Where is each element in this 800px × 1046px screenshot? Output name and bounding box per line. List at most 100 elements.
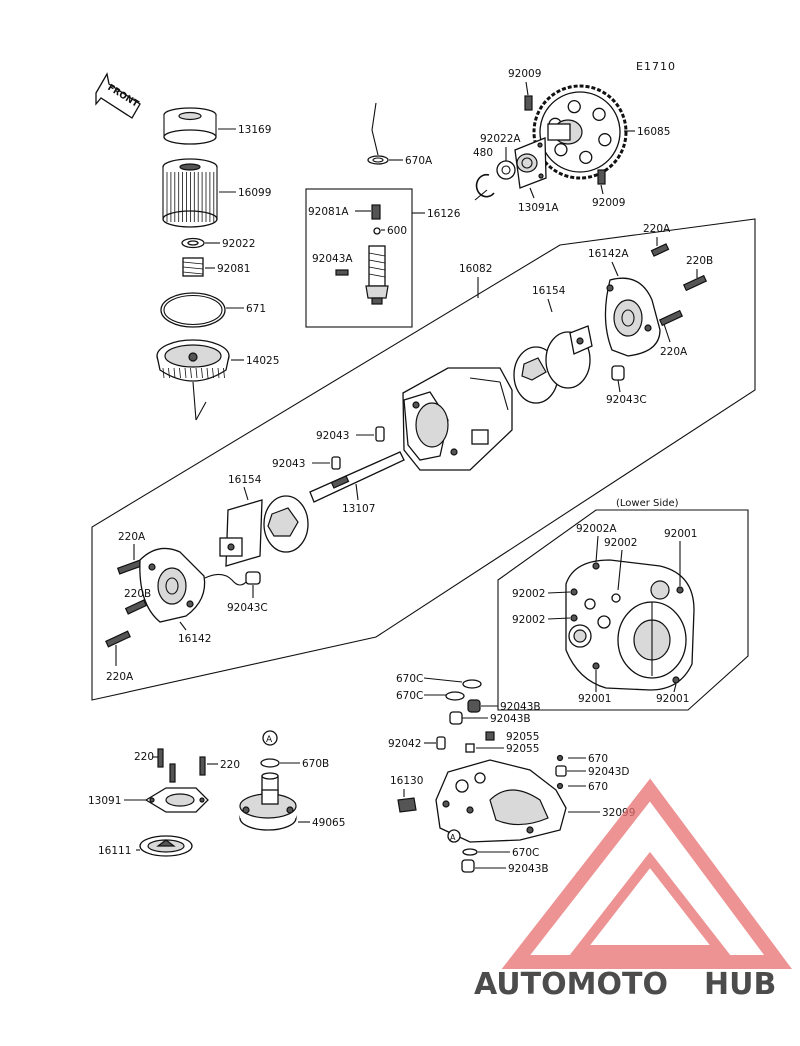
label-13169: 13169	[238, 124, 271, 136]
bolt-220B-top	[682, 274, 708, 292]
label-220A-right: 220A	[660, 346, 688, 358]
pin-92081A	[371, 204, 381, 220]
label-670A: 670A	[405, 155, 433, 167]
pump-cover-16142A	[604, 277, 661, 357]
oil-filter-16099	[162, 158, 218, 228]
plug-92055-a	[485, 731, 495, 741]
label-92009-top: 92009	[508, 68, 541, 80]
label-670C-b: 670C	[396, 690, 423, 702]
label-92001-right: 92001	[656, 693, 689, 705]
bolt-220A-bottom-left	[105, 630, 131, 648]
label-220A-bottom-left: 220A	[106, 671, 134, 683]
label-92043C-top: 92043C	[606, 394, 647, 406]
label-16130: 16130	[390, 775, 423, 787]
label-16111: 16111	[98, 845, 131, 857]
bolt-92009-top	[524, 95, 533, 111]
label-92055-b: 92055	[506, 743, 539, 755]
label-16142: 16142	[178, 633, 211, 645]
callout-a-lower: A	[447, 829, 461, 843]
label-92002-top: 92002	[604, 537, 637, 549]
label-92043C-bottom: 92043C	[227, 602, 268, 614]
label-13091A: 13091A	[518, 202, 559, 214]
label-92043B-b: 92043B	[490, 713, 531, 725]
pin-92043A	[335, 269, 349, 276]
oil-pan-32099	[435, 759, 567, 843]
label-92043B-a: 92043B	[500, 701, 541, 713]
collar-92043B-b	[449, 711, 463, 725]
bolt-220-left	[157, 748, 164, 768]
collar-92043D	[555, 765, 567, 777]
label-92043A: 92043A	[312, 253, 353, 265]
label-16142A: 16142A	[588, 248, 629, 260]
circlip-480	[474, 173, 495, 201]
label-600: 600	[387, 225, 407, 237]
o-ring-670C-b	[445, 691, 465, 701]
label-670-bottom: 670	[588, 781, 608, 793]
lower-side-body	[565, 559, 695, 691]
automotohub-logo: AUTOMOTO HUB	[474, 778, 792, 1002]
front-arrow-icon: FRONT	[95, 72, 141, 119]
pump-shaft-13107	[309, 451, 405, 503]
bolt-220A-right	[658, 309, 684, 327]
o-ring-670C-a	[462, 679, 482, 689]
label-92055-a: 92055	[506, 731, 539, 743]
pin-92043-upper	[375, 426, 385, 442]
shaft-holder-13091A	[514, 137, 547, 189]
label-220A-left: 220A	[118, 531, 146, 543]
collar-92043B-a	[467, 699, 481, 713]
label-92022: 92022	[222, 238, 255, 250]
pump-body	[402, 367, 513, 471]
bolt-220-center	[169, 763, 176, 783]
label-92081A: 92081A	[308, 206, 349, 218]
label-220B-left: 220B	[124, 588, 151, 600]
bolt-220-right	[199, 756, 206, 776]
washer-92022	[181, 237, 205, 249]
ball-600	[373, 227, 381, 235]
label-49065: 49065	[312, 817, 345, 829]
label-92009-bottom: 92009	[592, 197, 625, 209]
washer-92022A	[496, 160, 516, 180]
relief-valve-box	[305, 188, 413, 328]
collar-92043B-c	[461, 859, 475, 873]
label-92043-lower: 92043	[272, 458, 305, 470]
label-220A-top: 220A	[643, 223, 671, 235]
label-92081: 92081	[217, 263, 250, 275]
label-16085: 16085	[637, 126, 670, 138]
label-220B-top: 220B	[686, 255, 713, 267]
label-480: 480	[473, 147, 493, 159]
pin-92043C-top	[611, 365, 625, 381]
label-220-left: 220	[134, 751, 154, 763]
label-92001-top: 92001	[664, 528, 697, 540]
pipe-16130	[397, 797, 417, 813]
o-ring-670A	[367, 155, 389, 165]
label-16154-top: 16154	[532, 285, 566, 297]
label-92043B-c: 92043B	[508, 863, 549, 875]
pin-92043-lower	[331, 456, 341, 470]
holder-13091	[144, 787, 209, 813]
bolt-92009-bottom	[597, 169, 606, 185]
o-ring-671	[160, 292, 226, 328]
screen-16111	[139, 835, 193, 857]
diagram-code: E1710	[636, 60, 676, 73]
label-92022A: 92022A	[480, 133, 521, 145]
pump-cover-16142	[139, 547, 249, 623]
drive-gear-16085	[532, 84, 628, 180]
label-16099: 16099	[238, 187, 271, 199]
pipe-49065	[239, 772, 297, 831]
lower-side-box	[497, 509, 749, 711]
label-670-top: 670	[588, 753, 608, 765]
o-ring-670-top	[556, 754, 564, 762]
label-92002-left2: 92002	[512, 614, 545, 626]
label-14025: 14025	[246, 355, 279, 367]
o-ring-670C-c	[462, 848, 478, 856]
label-670C-c: 670C	[512, 847, 539, 859]
label-16082: 16082	[459, 263, 492, 275]
pin-92042	[436, 736, 446, 750]
spring-92081	[182, 257, 204, 277]
bolt-220A-left	[116, 559, 144, 575]
label-671: 671	[246, 303, 266, 315]
label-92043-upper: 92043	[316, 430, 349, 442]
o-ring-670B	[260, 758, 280, 768]
bolt-220A-top	[650, 243, 670, 257]
